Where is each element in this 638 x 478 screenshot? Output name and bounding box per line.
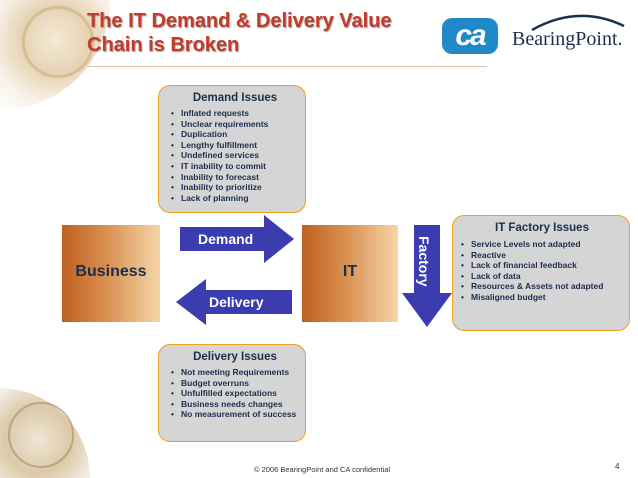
list-item: Reactive [461, 250, 623, 261]
bearingpoint-swoosh-icon [531, 14, 625, 32]
delivery-arrow-icon [176, 279, 292, 325]
list-item: Unclear requirements [171, 119, 299, 130]
title-divider [87, 66, 487, 67]
compass-image-top [0, 0, 110, 110]
slide-title: The IT Demand & Delivery Value Chain is … [87, 9, 447, 57]
demand-issues-title: Demand Issues [192, 92, 278, 104]
delivery-arrow-label: Delivery [209, 294, 264, 310]
list-item: Resources & Assets not adapted [461, 281, 623, 292]
demand-arrow-label: Demand [198, 231, 254, 247]
factory-arrow-label: Factory [416, 236, 432, 287]
title-line-2: Chain is Broken [87, 34, 240, 56]
ca-logo: ca [442, 18, 498, 54]
bearingpoint-logo: BearingPoint. [512, 28, 623, 50]
list-item: Duplication [171, 129, 299, 140]
list-item: Lack of data [461, 271, 623, 282]
list-item: Service Levels not adapted [461, 239, 623, 250]
list-item: Business needs changes [171, 399, 299, 410]
list-item: Not meeting Requirements [171, 367, 299, 378]
it-factory-issues-card: IT Factory Issues Service Levels not ada… [452, 215, 630, 331]
list-item: Unfulfilled expectations [171, 388, 299, 399]
it-factory-issues-title: IT Factory Issues [495, 222, 589, 234]
list-item: Budget overruns [171, 378, 299, 389]
delivery-issues-card: Delivery Issues Not meeting Requirements… [158, 344, 306, 442]
title-line-1: The IT Demand & Delivery Value [87, 10, 392, 32]
delivery-issues-title: Delivery Issues [193, 351, 277, 363]
compass-image-bottom [0, 388, 90, 478]
it-box: IT [302, 225, 398, 322]
list-item: No measurement of success [171, 409, 299, 420]
business-box: Business [62, 225, 160, 322]
footer-confidential: © 2006 BearingPoint and CA confidential [254, 465, 391, 474]
demand-issues-card: Demand Issues Inflated requests Unclear … [158, 85, 306, 213]
list-item: Inflated requests [171, 108, 299, 119]
factory-arrow-icon [402, 225, 452, 327]
list-item: Undefined services [171, 150, 299, 161]
list-item: Lengthy fulfillment [171, 140, 299, 151]
list-item: Lack of planning [171, 193, 299, 204]
list-item: Inability to forecast [171, 172, 299, 183]
list-item: Lack of financial feedback [461, 260, 623, 271]
list-item: IT inability to commit [171, 161, 299, 172]
demand-arrow-icon [180, 215, 294, 263]
list-item: Misaligned budget [461, 292, 623, 303]
page-number: 4 [615, 462, 620, 471]
it-label: IT [342, 263, 358, 280]
list-item: Inability to prioritize [171, 182, 299, 193]
business-label: Business [75, 263, 147, 280]
